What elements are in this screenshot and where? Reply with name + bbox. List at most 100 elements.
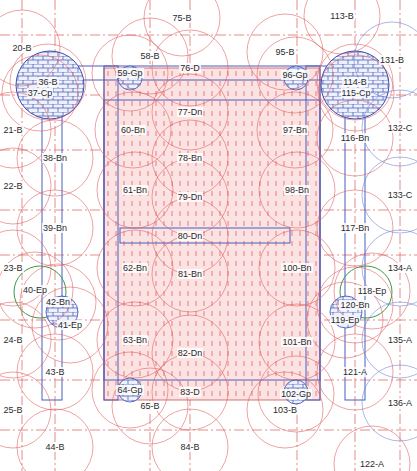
feature-label: 120-Bn	[339, 300, 370, 310]
feature-label: 24-B	[2, 335, 23, 345]
pit-outline	[152, 30, 228, 106]
pit-outline	[152, 159, 228, 235]
pit-outline	[112, 18, 188, 94]
pit-outline	[97, 152, 173, 228]
pit-outline	[317, 100, 393, 176]
feature-label: 80-Dn	[177, 231, 204, 241]
pit-outline	[20, 264, 96, 340]
feature-label: 102-Gp	[280, 389, 312, 399]
feature-label: 37-Cp	[27, 88, 54, 98]
pit-outline	[17, 120, 93, 196]
feature-label: 121-A	[342, 367, 368, 377]
pit-outline	[257, 37, 333, 113]
feature-label: 122-A	[359, 459, 385, 469]
pit-outline	[0, 10, 60, 86]
feature-label: 41-Ep	[57, 320, 83, 330]
feature-label: 77-Dn	[177, 107, 204, 117]
feature-label: 136-A	[387, 398, 413, 408]
pit-outline	[362, 157, 417, 233]
feature-label: 38-Bn	[42, 153, 68, 163]
feature-label: 131-B	[379, 55, 405, 65]
pit-outline	[247, 372, 323, 448]
feature-label: 64-Gp	[116, 385, 143, 395]
pit-outline	[92, 35, 168, 111]
pit-outline	[259, 152, 335, 228]
feature-label: 114-B	[342, 77, 367, 87]
feature-label: 96-Gp	[281, 70, 308, 80]
feature-label: 42-Bn	[45, 297, 71, 307]
feature-label: 23-B	[2, 263, 23, 273]
pit-outline	[247, 14, 323, 90]
feature-label: 20-B	[11, 43, 32, 53]
feature-label: 134-A	[387, 263, 413, 273]
feature-label: 59-Gp	[116, 68, 143, 78]
feature-label: 75-B	[171, 13, 192, 23]
feature-label: 39-Bn	[42, 223, 68, 233]
feature-label: 133-C	[387, 190, 414, 200]
pit-outline	[317, 334, 393, 410]
feature-label: 65-B	[139, 401, 160, 411]
feature-label: 43-B	[44, 367, 65, 377]
pit-outline	[318, 55, 394, 131]
feature-label: 118-Ep	[357, 286, 387, 296]
pit-outline	[17, 334, 93, 410]
pit-outline	[259, 230, 335, 306]
feature-label: 44-B	[44, 442, 65, 452]
feature-label: 101-Bn	[281, 337, 312, 347]
pit-outline	[259, 304, 335, 380]
pit-outline	[0, 230, 51, 306]
feature-label: 81-Bn	[177, 269, 203, 279]
feature-label: 97-Bn	[282, 125, 308, 135]
feature-label: 60-Bn	[120, 125, 146, 135]
pit-outline	[17, 409, 93, 471]
pit-outline	[0, 252, 73, 328]
feature-label: 98-Bn	[284, 185, 310, 195]
pit-outline	[152, 354, 228, 430]
feature-label: 119-Ep	[330, 315, 360, 325]
pit-outline	[258, 356, 334, 432]
feature-label: 82-Dn	[177, 348, 204, 358]
pit-outline	[152, 120, 228, 196]
feature-label: 103-B	[272, 405, 298, 415]
feature-label: 117-Bn	[340, 223, 370, 233]
feature-label: 84-B	[179, 442, 200, 452]
feature-label: 63-Bn	[122, 335, 148, 345]
feature-label: 76-D	[179, 63, 201, 73]
pit-outline	[334, 426, 410, 471]
pit-outline	[17, 190, 93, 266]
feature-label: 21-B	[2, 125, 23, 135]
feature-label: 62-Bn	[122, 263, 148, 273]
pit-outline	[144, 0, 220, 56]
pit-outline	[152, 198, 228, 274]
feature-label: 79-Dn	[177, 192, 204, 202]
feature-label: 78-Bn	[177, 153, 203, 163]
feature-label: 116-Bn	[340, 133, 370, 143]
pit-outline	[152, 236, 228, 312]
feature-label: 61-Bn	[122, 185, 148, 195]
feature-label: 95-B	[274, 47, 295, 57]
feature-label: 135-A	[387, 335, 413, 345]
pit-outline	[152, 315, 228, 391]
feature-label: 58-B	[139, 51, 160, 61]
feature-label: 36-B	[37, 77, 58, 87]
feature-label: 132-C	[387, 123, 414, 133]
pit-outline	[0, 302, 51, 378]
pit-outline	[112, 368, 188, 444]
feature-label: 100-Bn	[281, 263, 312, 273]
pit-outline	[2, 55, 78, 131]
pit-outline	[152, 409, 228, 471]
feature-label: 40-Ep	[22, 285, 48, 295]
pit-outline	[152, 74, 228, 150]
pit-outline	[362, 365, 417, 441]
feature-label: 113-B	[329, 11, 354, 21]
feature-label: 25-B	[2, 405, 23, 415]
feature-label: 115-Cp	[341, 88, 372, 98]
pit-outline	[362, 90, 417, 166]
feature-label: 83-D	[179, 387, 201, 397]
pit-outline	[0, 372, 51, 448]
feature-label: 22-B	[2, 181, 23, 191]
pit-outline	[97, 230, 173, 306]
